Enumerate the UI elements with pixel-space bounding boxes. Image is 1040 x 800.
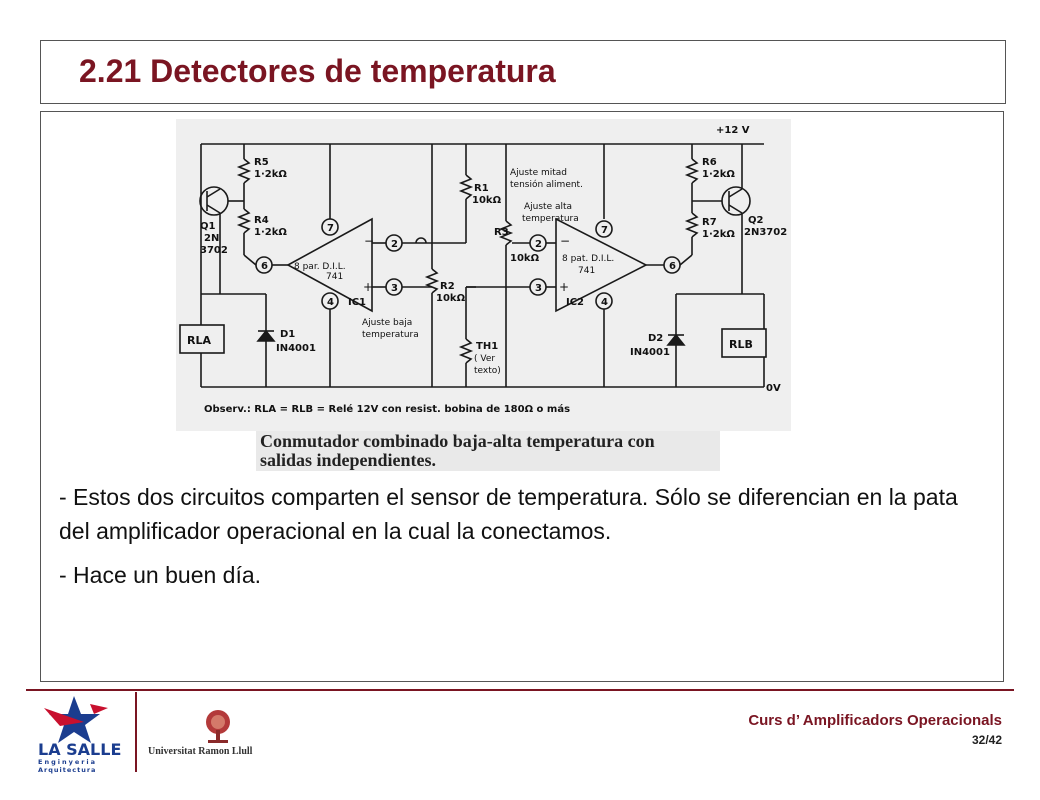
svg-text:Enginyeria: Enginyeria (38, 758, 97, 766)
r2-value: 10kΩ (436, 293, 466, 304)
r6-label: R6 (702, 157, 717, 168)
svg-text:Ajuste mitad: Ajuste mitad (510, 168, 567, 178)
svg-text:7: 7 (327, 223, 334, 234)
resistor-r6 (684, 158, 700, 184)
svg-text:7: 7 (601, 225, 608, 236)
relay-rlb (721, 328, 767, 358)
r7-label: R7 (702, 217, 717, 228)
lasalle-logo: LA SALLE Enginyeria Arquitectura (34, 692, 126, 774)
svg-text:3: 3 (535, 283, 542, 294)
svg-text:( Ver: ( Ver (474, 354, 495, 364)
rlb-label: RLB (729, 338, 753, 351)
th1-label: TH1 (476, 341, 498, 352)
resistor-r4 (236, 208, 252, 234)
page-number: 32/42 (971, 733, 1002, 747)
svg-text:2: 2 (391, 239, 398, 250)
svg-text:8 par. D.I.L.: 8 par. D.I.L. (294, 262, 346, 272)
svg-text:+: + (559, 280, 569, 294)
q2-label: Q2 (748, 215, 764, 226)
thermistor-th1 (458, 338, 474, 364)
resistor-r3 (498, 220, 514, 246)
pin-7-left (321, 218, 339, 236)
resistor-r1 (458, 174, 474, 200)
circuit-svg: +12 V 0V R5 1·2kΩ R4 1·2kΩ Q1 2N 3702 6 … (179, 125, 787, 415)
transistor-q1 (199, 186, 229, 216)
r7-value: 1·2kΩ (702, 229, 735, 240)
relay-rla (179, 324, 225, 354)
d1-label: D1 (280, 329, 295, 340)
svg-text:8 pat. D.I.L.: 8 pat. D.I.L. (562, 254, 614, 264)
paragraph-1: - Estos dos circuitos comparten el senso… (59, 484, 958, 544)
slide-title: 2.21 Detectores de temperatura (79, 53, 556, 89)
transistor-q2 (721, 186, 751, 216)
svg-text:4: 4 (601, 297, 608, 308)
body-text: - Estos dos circuitos comparten el senso… (59, 480, 989, 602)
r5-value: 1·2kΩ (254, 169, 287, 180)
svg-text:Arquitectura: Arquitectura (38, 766, 96, 774)
svg-text:6: 6 (669, 261, 676, 272)
svg-text:741: 741 (326, 272, 343, 282)
svg-text:+: + (363, 280, 373, 294)
ground-label: 0V (766, 383, 781, 394)
university-logo: Universitat Ramon Llull (148, 708, 298, 764)
svg-text:4: 4 (327, 297, 334, 308)
university-name: Universitat Ramon Llull (148, 746, 253, 757)
r3-label: R3 (494, 227, 509, 238)
r1-label: R1 (474, 183, 489, 194)
r4-label: R4 (254, 215, 269, 226)
lasalle-star-icon: LA SALLE Enginyeria Arquitectura (38, 696, 121, 774)
opamp-ic2 (555, 217, 648, 313)
svg-text:741: 741 (578, 266, 595, 276)
tree-emblem-icon (206, 710, 230, 743)
svg-text:tensión aliment.: tensión aliment. (510, 179, 583, 190)
svg-text:2: 2 (535, 239, 542, 250)
q1-label: Q1 (200, 221, 216, 232)
observation-note: Observ.: RLA = RLB = Relé 12V con resist… (204, 403, 570, 415)
caption-line-2: salidas independientes. (260, 450, 437, 470)
svg-text:temperatura: temperatura (522, 214, 579, 224)
resistor-r2 (424, 268, 440, 294)
circuit-diagram: +12 V 0V R5 1·2kΩ R4 1·2kΩ Q1 2N 3702 6 … (176, 119, 791, 431)
svg-text:texto): texto) (474, 366, 501, 376)
d1-number: IN4001 (276, 343, 316, 354)
course-title: Curs d’ Amplificadors Operacionals (748, 712, 1002, 729)
r3-value: 10kΩ (510, 253, 540, 264)
diode-d2 (666, 333, 686, 346)
resistor-r7 (684, 212, 700, 238)
svg-text:6: 6 (261, 261, 268, 272)
svg-text:3: 3 (391, 283, 398, 294)
d2-label: D2 (648, 333, 663, 344)
figure-caption: Conmutador combinado baja-alta temperatu… (256, 431, 720, 471)
r2-label: R2 (440, 281, 455, 292)
ic1-label: IC1 (348, 297, 366, 308)
caption-line-1: Conmutador combinado baja-alta temperatu… (260, 431, 655, 451)
footer-divider (135, 692, 137, 772)
r6-value: 1·2kΩ (702, 169, 735, 180)
opamp-ic1 (286, 217, 373, 313)
resistor-r5 (236, 158, 252, 184)
svg-text:−: − (560, 234, 570, 248)
q1-type: 2N (204, 233, 219, 244)
title-box: 2.21 Detectores de temperatura (40, 40, 1006, 104)
pin-7-right (595, 220, 613, 238)
lasalle-wordmark: LA SALLE (38, 740, 121, 759)
diode-d1 (256, 329, 276, 342)
r1-value: 10kΩ (472, 195, 502, 206)
svg-text:temperatura: temperatura (362, 330, 419, 340)
paragraph-2: - Hace un buen día. (59, 562, 262, 588)
q2-number: 2N3702 (744, 227, 787, 238)
supply-label: +12 V (716, 125, 750, 136)
r4-value: 1·2kΩ (254, 227, 287, 238)
d2-number: IN4001 (630, 347, 670, 358)
svg-text:Ajuste alta: Ajuste alta (524, 202, 572, 212)
ic2-label: IC2 (566, 297, 584, 308)
q1-number: 3702 (200, 245, 228, 256)
svg-text:Ajuste baja: Ajuste baja (362, 318, 412, 328)
r5-label: R5 (254, 157, 269, 168)
rla-label: RLA (187, 334, 211, 347)
footer-rule (26, 689, 1014, 691)
svg-text:−: − (364, 234, 374, 248)
